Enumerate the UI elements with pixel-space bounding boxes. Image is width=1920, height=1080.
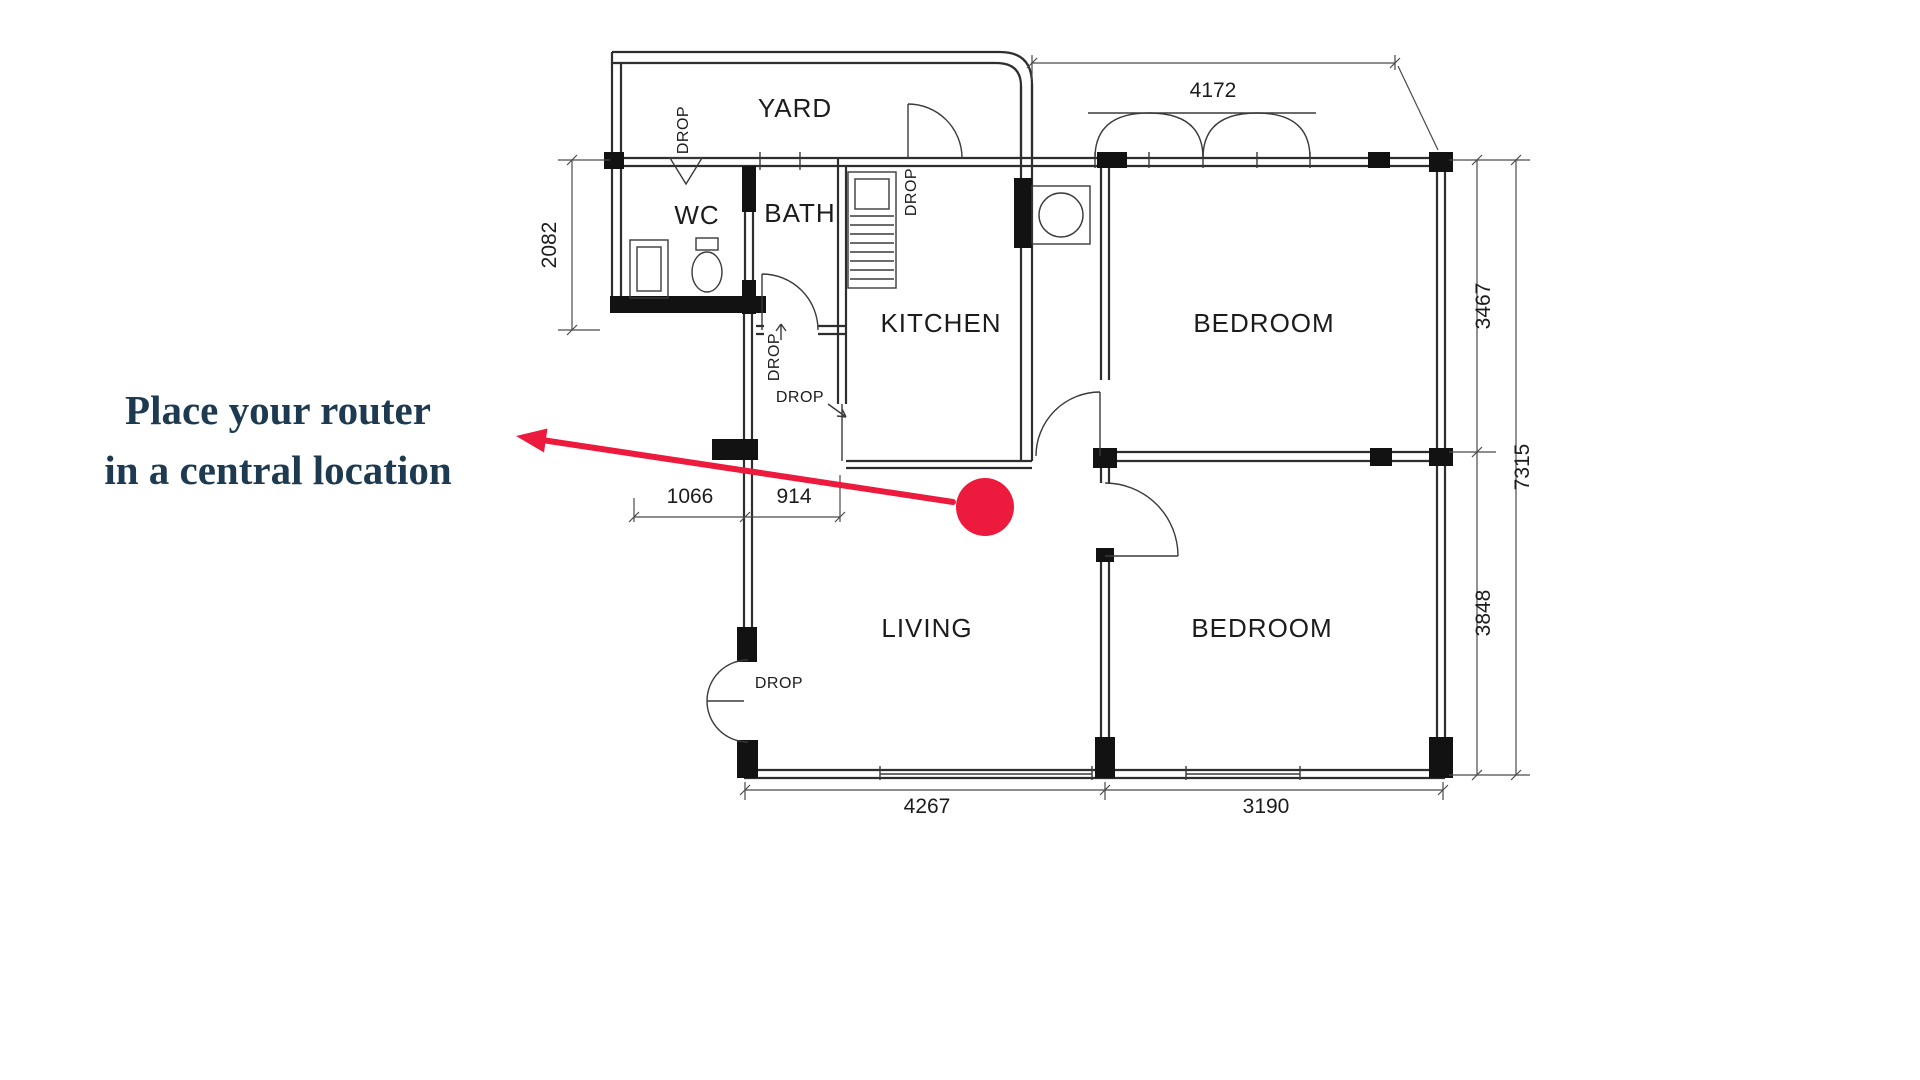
walls (610, 50, 1447, 780)
door-swings (706, 103, 1179, 743)
drop-label-kitchen-entry: DROP (776, 389, 824, 406)
dim-label-left-height: 2082 (538, 222, 561, 269)
wall-fills (604, 152, 1453, 778)
windows (1088, 112, 1316, 168)
drop-annotations: DROP DROP DROP DROP DROP (668, 106, 920, 692)
drop-label-bath: DROP (766, 333, 783, 381)
dimension-right-overall: 7315 (1510, 154, 1534, 781)
room-label-bath: BATH (764, 198, 835, 228)
room-label-wc: WC (674, 200, 719, 230)
dimension-right-upper: 3467 (1449, 154, 1530, 458)
router-marker-dot (956, 478, 1014, 536)
room-label-bedroom-bottom: BEDROOM (1191, 613, 1332, 643)
dim-label-bottom-right: 3190 (1243, 795, 1290, 818)
dimension-left: 2082 (538, 154, 610, 336)
router-callout-graphics (516, 428, 1014, 536)
dim-label-right-overall: 7315 (1511, 444, 1534, 491)
room-label-kitchen: KITCHEN (880, 308, 1001, 338)
drop-label-entrance: DROP (755, 675, 803, 692)
dim-label-hall-left: 1066 (667, 485, 714, 508)
annotation-arrow-head (516, 428, 548, 453)
wc-fixtures (629, 237, 723, 299)
drop-label-yard: DROP (675, 106, 692, 154)
dimension-right-lower: 3848 (1449, 452, 1530, 781)
room-label-yard: YARD (758, 93, 832, 123)
room-label-bedroom-top: BEDROOM (1193, 308, 1334, 338)
room-label-living: LIVING (881, 613, 972, 643)
annotation-line-1: Place your router (125, 387, 431, 433)
kitchen-shelf (847, 171, 897, 289)
rubbish-chute (1031, 185, 1091, 245)
dim-label-right-upper: 3467 (1472, 283, 1495, 330)
annotation-callout: Place your router in a central location (38, 380, 518, 500)
dimension-top: 4172 (1026, 55, 1439, 151)
dim-label-top-width: 4172 (1190, 79, 1237, 102)
dim-label-bottom-left: 4267 (904, 795, 951, 818)
room-labels: YARD WC BATH KITCHEN BEDROOM LIVING BEDR… (674, 93, 1334, 643)
dimension-bottom: 4267 3190 (739, 782, 1449, 818)
annotation-line-2: in a central location (104, 447, 452, 493)
annotation-arrow-line (539, 437, 956, 505)
dim-label-hall-right: 914 (776, 485, 811, 508)
dim-label-right-lower: 3848 (1472, 590, 1495, 637)
drop-label-kitchen-top: DROP (903, 168, 920, 216)
